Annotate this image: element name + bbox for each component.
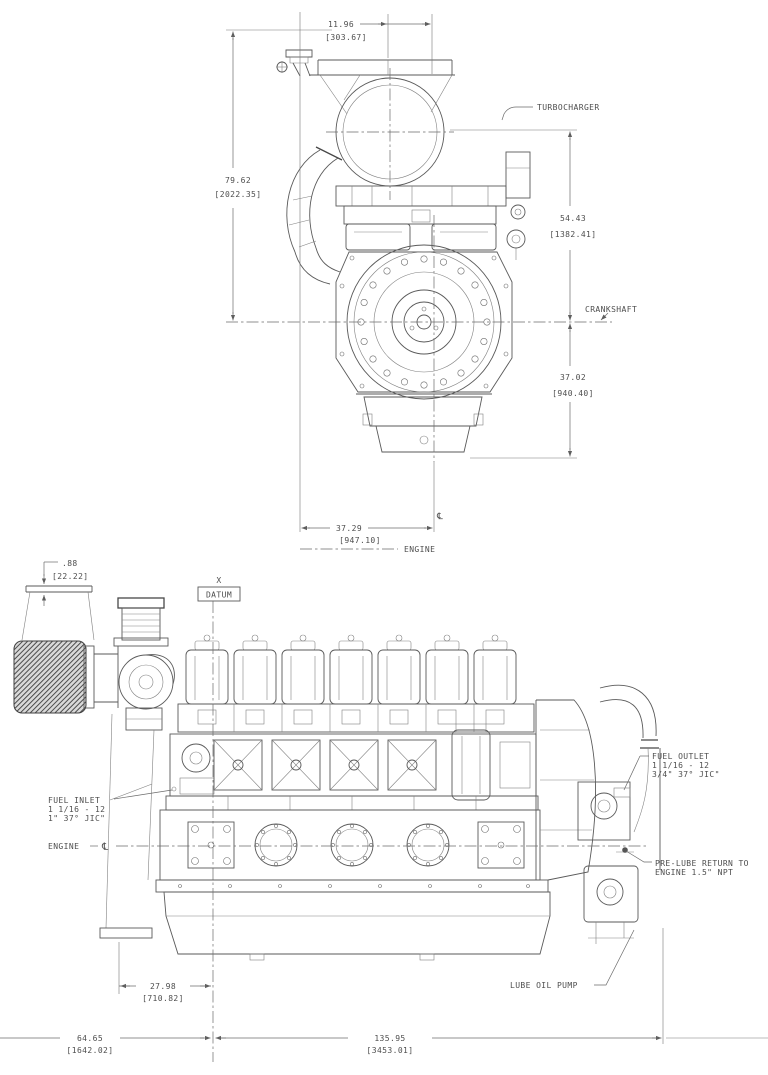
crankshaft-label: CRANKSHAFT: [585, 305, 637, 314]
flywheel-housing: [535, 699, 596, 881]
side-oil-pan: [155, 879, 551, 961]
dim-width-inches: 37.29: [336, 524, 362, 533]
dim-top-mm: [303.67]: [325, 33, 367, 42]
exhaust-stack: [113, 597, 169, 647]
fuel-outlet-fitting: [613, 787, 631, 798]
dim-mount-to-datum: 27.98 [710.82]: [118, 942, 211, 1003]
fuel-outlet-callout: FUEL OUTLET 1 1/16 - 12 3/4" 37° JIC": [623, 752, 720, 791]
dim-turbo-to-crank: 54.43 [1382.41]: [450, 129, 597, 321]
crankcase-upper-band: [169, 723, 537, 801]
prelube-line2: ENGINE 1.5" NPT: [655, 868, 733, 877]
turbocharger-callout: TURBOCHARGER: [501, 103, 600, 121]
air-cleaner: [13, 640, 95, 714]
dim-crank-to-base: 37.02 [940.40]: [470, 323, 594, 459]
valve-deck-band: [177, 703, 535, 733]
rear-pump-group: [577, 684, 661, 944]
fuel-inlet-callout: FUEL INLET 1 1/16 - 12 1" 37° JIC": [48, 786, 177, 823]
lube-oil-pump-callout: LUBE OIL PUMP: [510, 929, 635, 990]
dim-mount-mm: [710.82]: [142, 994, 184, 1003]
camshaft-band: [165, 795, 539, 811]
dim-crank-mm: [940.40]: [552, 389, 594, 398]
turbocharger-label: TURBOCHARGER: [537, 103, 600, 112]
dim-length-inches: 135.95: [374, 1034, 405, 1043]
fuel-outlet-line1: FUEL OUTLET: [652, 752, 709, 761]
crankshaft-callout: CRANKSHAFT: [585, 305, 637, 321]
dim-front-inches: 64.65: [77, 1034, 103, 1043]
dim-mount-inches: 27.98: [150, 982, 176, 991]
fuel-outlet-line3: 3/4" 37° JIC": [652, 770, 720, 779]
charge-air-elbow: [286, 146, 343, 285]
fuel-filter: [451, 723, 491, 801]
lube-oil-pump-label: LUBE OIL PUMP: [510, 981, 578, 990]
cylinder-head-covers: [185, 634, 517, 705]
x-cover-2: [271, 739, 321, 791]
dim-turbo-inches: 54.43: [560, 214, 586, 223]
prelube-callout: PRE-LUBE RETURN TO ENGINE 1.5" NPT: [622, 847, 749, 877]
x-cover-3: [329, 739, 379, 791]
inlet-duct: [94, 646, 119, 708]
dim-flex-gap: .88 [22.22]: [41, 559, 89, 606]
fuel-inlet-line1: FUEL INLET: [48, 796, 100, 805]
dim-front-mm: [1642.02]: [67, 1046, 114, 1055]
dim-height-mm: [2022.35]: [215, 190, 262, 199]
fuel-outlet-line2: 1 1/16 - 12: [652, 761, 709, 770]
dim-gap-mm: [22.22]: [52, 572, 89, 581]
datum-x-label: X: [216, 576, 221, 585]
datum-label: DATUM: [206, 591, 232, 600]
exhaust-support-frame: [276, 49, 455, 115]
centerline-symbol-side: ℄: [101, 842, 109, 853]
centerline-symbol-front: ℄: [436, 512, 443, 522]
engine-centerline-label-side: ENGINE: [48, 842, 79, 851]
round-cover-1: [254, 823, 298, 867]
front-view: 11.96 [303.67] 79.62 [2022.35] 54.43 [13…: [215, 12, 637, 554]
dim-top-inches: 11.96: [328, 20, 354, 29]
front-oil-pan: [356, 393, 492, 453]
right-cover-plate: [477, 821, 525, 869]
dim-overall-height: 79.62 [2022.35]: [215, 29, 332, 321]
lube-oil-pump: [583, 865, 639, 944]
engine-centerline-side: ENGINE ℄: [48, 842, 648, 853]
dim-front-overhang: 64.65 [1642.02]: [0, 1034, 211, 1055]
dim-half-width: 37.29 [947.10] ℄ ENGINE: [299, 12, 443, 554]
datum-marker: X DATUM: [197, 576, 241, 1062]
fuel-inlet-line3: 1" 37° JIC": [48, 814, 105, 823]
dim-length-mm: [3453.01]: [367, 1046, 414, 1055]
round-cover-2: [330, 823, 374, 867]
lower-block: [159, 809, 541, 881]
exhaust-flex-band: [21, 585, 95, 641]
bell-housing: [335, 251, 513, 393]
right-bracket: [505, 151, 531, 260]
engine-upper-deck: [335, 185, 507, 251]
turbocharger-side: [118, 654, 175, 731]
x-cover-1: [213, 739, 263, 791]
fuel-inlet-line2: 1 1/16 - 12: [48, 805, 105, 814]
engine-centerline-label-front: ENGINE: [404, 545, 435, 554]
left-cover-plate: [187, 821, 235, 869]
dim-width-mm: [947.10]: [339, 536, 381, 545]
round-cover-3: [406, 823, 450, 867]
dim-overall-length: 135.95 [3453.01]: [215, 928, 768, 1055]
dim-turbo-mm: [1382.41]: [550, 230, 597, 239]
x-cover-4: [387, 739, 437, 791]
dim-top-offset: 11.96 [303.67]: [325, 14, 433, 74]
dim-gap-inches: .88: [62, 559, 78, 568]
side-view: ENGINE ℄ .88 [22.22] X DATUM FUEL INLET: [0, 559, 768, 1062]
turbo-support-stand: [99, 713, 155, 939]
prelube-line1: PRE-LUBE RETURN TO: [655, 859, 749, 868]
dim-crank-inches: 37.02: [560, 373, 586, 382]
dim-height-inches: 79.62: [225, 176, 251, 185]
turbo-inlet-circle: [326, 68, 454, 200]
